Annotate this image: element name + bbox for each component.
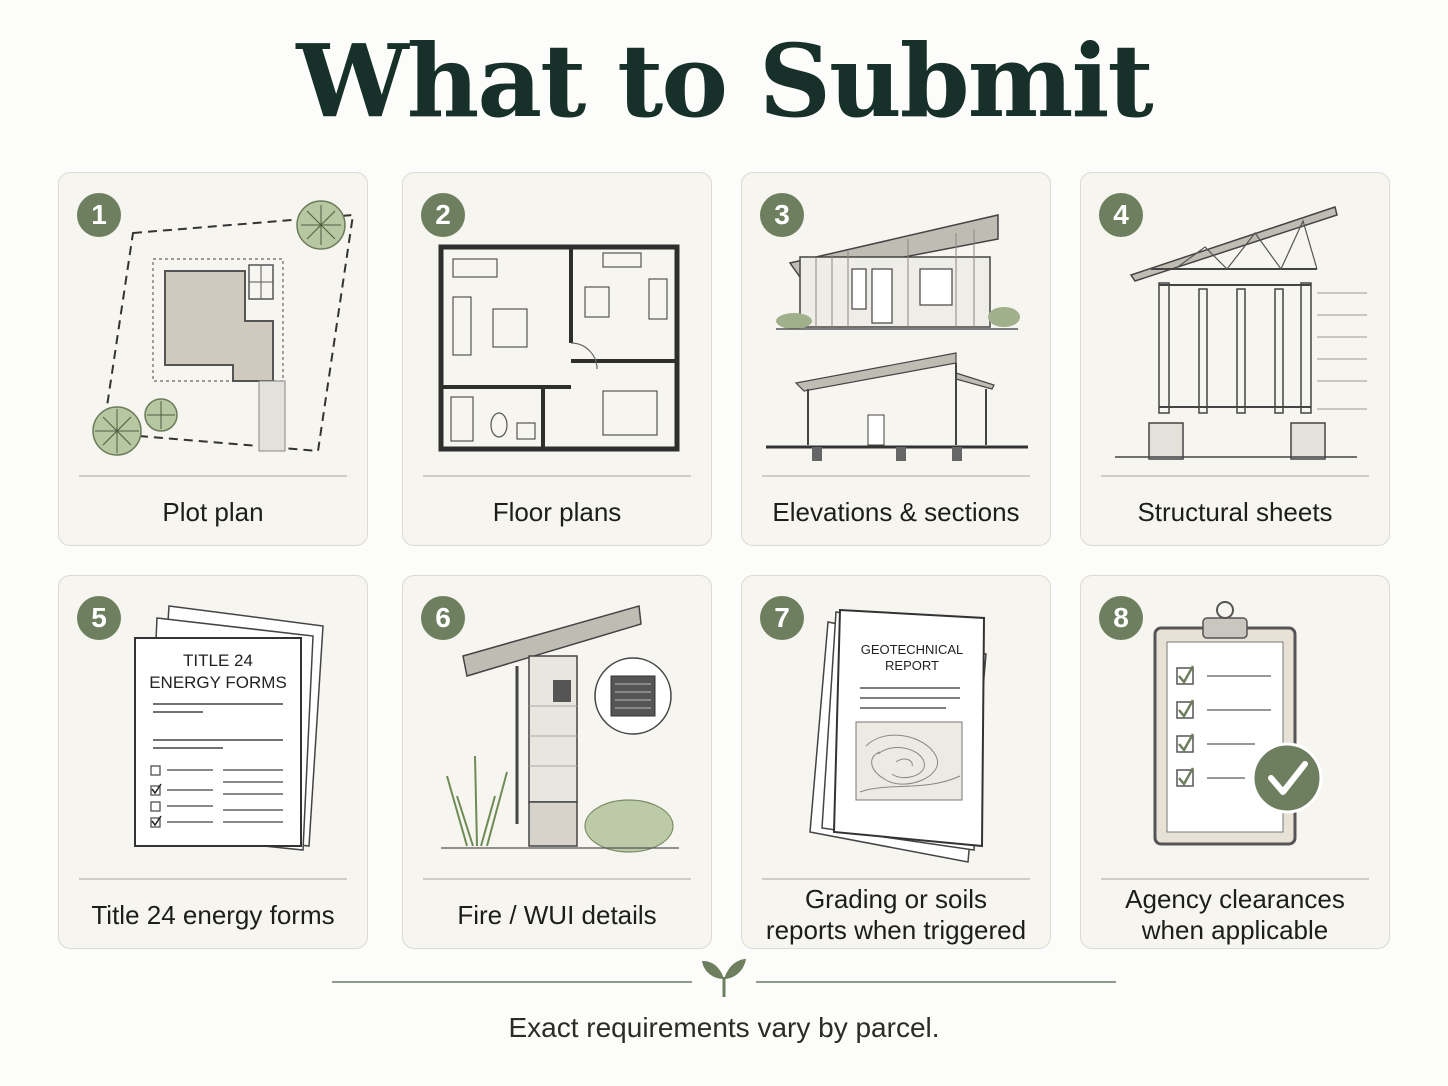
doc-title-line1: TITLE 24 [183,651,253,670]
card-fire-wui-details[interactable]: 6 Fire / WUI details [402,575,712,949]
doc-title-line1: GEOTECHNICAL [861,642,964,657]
clipboard-check-icon [1153,601,1323,846]
card-label: Structural sheets [1137,496,1333,527]
card-plot-plan[interactable]: 1 Plot plan [58,172,368,546]
card-label: Fire / WUI details [457,899,657,930]
divider [1101,475,1369,477]
divider [762,878,1030,880]
footer-note: Exact requirements vary by parcel. [508,1012,940,1043]
card-title-24-energy-forms[interactable]: TITLE 24 ENERGY FORMS 5 Title 24 energy … [58,575,368,949]
step-number-badge: 1 [77,193,121,237]
page-title: What to Submit [296,22,1153,140]
step-number-badge: 7 [760,596,804,640]
divider [762,475,1030,477]
geotechnical-report-icon: GEOTECHNICAL REPORT [809,608,987,863]
card-elevations-sections[interactable]: 3 Elevations & sections [741,172,1051,546]
divider [79,878,347,880]
footer-rule-right [756,981,1116,983]
sprout-icon [702,959,746,997]
footer-rule-left [332,981,692,983]
step-number-badge: 8 [1099,596,1143,640]
card-label: Agency clearances when applicable [1125,884,1345,945]
divider [423,475,691,477]
divider [423,878,691,880]
step-number-badge: 5 [77,596,121,640]
elevation-section-icon [766,214,1028,461]
card-label: Floor plans [492,496,622,527]
fire-vent-icon [441,605,679,853]
divider [1101,878,1369,880]
card-grading-soils-reports[interactable]: GEOTECHNICAL REPORT 7 Grading or soils r… [741,575,1051,949]
card-structural-sheets[interactable]: 4 Structural sheets [1080,172,1390,546]
step-number-badge: 3 [760,193,804,237]
structural-framing-icon [1115,206,1367,460]
card-label: Plot plan [162,496,264,527]
divider [79,475,347,477]
card-label: Grading or soils reports when triggered [765,884,1027,945]
step-number-badge: 6 [421,596,465,640]
energy-forms-icon: TITLE 24 ENERGY FORMS [134,605,324,851]
doc-title-line2: REPORT [885,658,939,673]
card-label: Title 24 energy forms [91,899,335,930]
card-floor-plans[interactable]: 2 Floor plans [402,172,712,546]
doc-title-line2: ENERGY FORMS [149,673,287,692]
plot-plan-icon [92,200,355,456]
floor-plan-icon [438,244,680,452]
card-agency-clearances[interactable]: 8 Agency clearances when applicable [1080,575,1390,949]
step-number-badge: 4 [1099,193,1143,237]
step-number-badge: 2 [421,193,465,237]
card-label: Elevations & sections [772,496,1020,527]
